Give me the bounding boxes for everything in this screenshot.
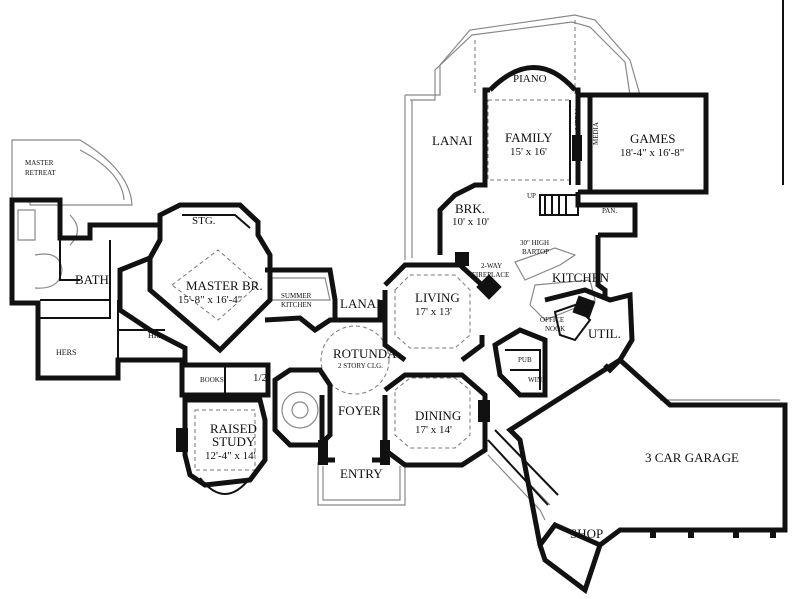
label-family: FAMILY	[505, 130, 553, 145]
label-bartop: 30" HIGH	[520, 239, 549, 247]
label-office-nook-2: NOOK	[545, 325, 565, 333]
label-family-dims: 15' x 16'	[510, 146, 547, 158]
label-wine: WINE	[528, 376, 546, 384]
label-stg: STG.	[192, 215, 216, 227]
label-brk: BRK.	[455, 201, 485, 216]
label-games-dims: 18'-4" x 16'-8"	[620, 147, 684, 159]
label-lanai-large: LANAI	[432, 133, 472, 148]
label-hers: HERS	[56, 348, 76, 357]
label-fireplace: 2-WAY	[481, 262, 502, 270]
label-media-2: MEDIA	[592, 122, 600, 145]
label-bath: BATH	[75, 272, 109, 287]
label-master-br-dims: 15'-8" x 16'-4"	[178, 294, 242, 306]
label-kitchen: KITCHEN	[552, 270, 610, 285]
label-util: UTIL.	[588, 326, 621, 341]
label-rotunda: ROTUNDA	[333, 346, 397, 361]
label-his: HIS	[148, 331, 161, 340]
label-master-retreat: MASTER	[25, 159, 54, 167]
label-bartop-2: BARTOP	[522, 248, 549, 256]
label-pub: PUB	[518, 356, 532, 364]
exterior-walls	[9, 0, 788, 595]
label-raised-study-2: STUDY	[212, 434, 256, 449]
label-master-retreat-2: RETREAT	[25, 169, 56, 177]
label-media-1: MEDIA	[574, 107, 582, 130]
label-games: GAMES	[630, 131, 676, 146]
label-pan: PAN.	[602, 207, 617, 215]
label-rotunda-note: 2 STORY CLG.	[338, 362, 383, 370]
label-piano: PIANO	[513, 73, 547, 85]
label-garage: 3 CAR GARAGE	[645, 450, 739, 465]
label-shop: SHOP	[570, 526, 603, 541]
label-up: UP	[527, 192, 536, 200]
label-books: BOOKS	[200, 376, 224, 384]
label-dining: DINING	[415, 408, 461, 423]
label-lanai-small: LANAI	[340, 296, 380, 311]
label-summer-kitchen-2: KITCHEN	[281, 301, 312, 309]
label-half-bath: 1/2	[253, 372, 267, 384]
room-labels: MASTER RETREAT BATH HERS HIS STG. MASTER…	[25, 73, 739, 541]
label-brk-dims: 10' x 10'	[452, 216, 489, 228]
label-office-nook: OFFICE	[540, 316, 564, 324]
label-master-br: MASTER BR.	[186, 278, 263, 293]
label-summer-kitchen: SUMMER	[281, 292, 312, 300]
label-foyer: FOYER	[338, 403, 381, 418]
label-living: LIVING	[415, 290, 460, 305]
label-entry: ENTRY	[340, 466, 383, 481]
label-dining-dims: 17' x 14'	[415, 424, 452, 436]
label-raised-study: RAISED	[210, 421, 257, 436]
label-fireplace-2: FIREPLACE	[472, 271, 509, 279]
label-living-dims: 17' x 13'	[415, 306, 452, 318]
label-raised-study-dims: 12'-4" x 14'	[205, 450, 256, 462]
